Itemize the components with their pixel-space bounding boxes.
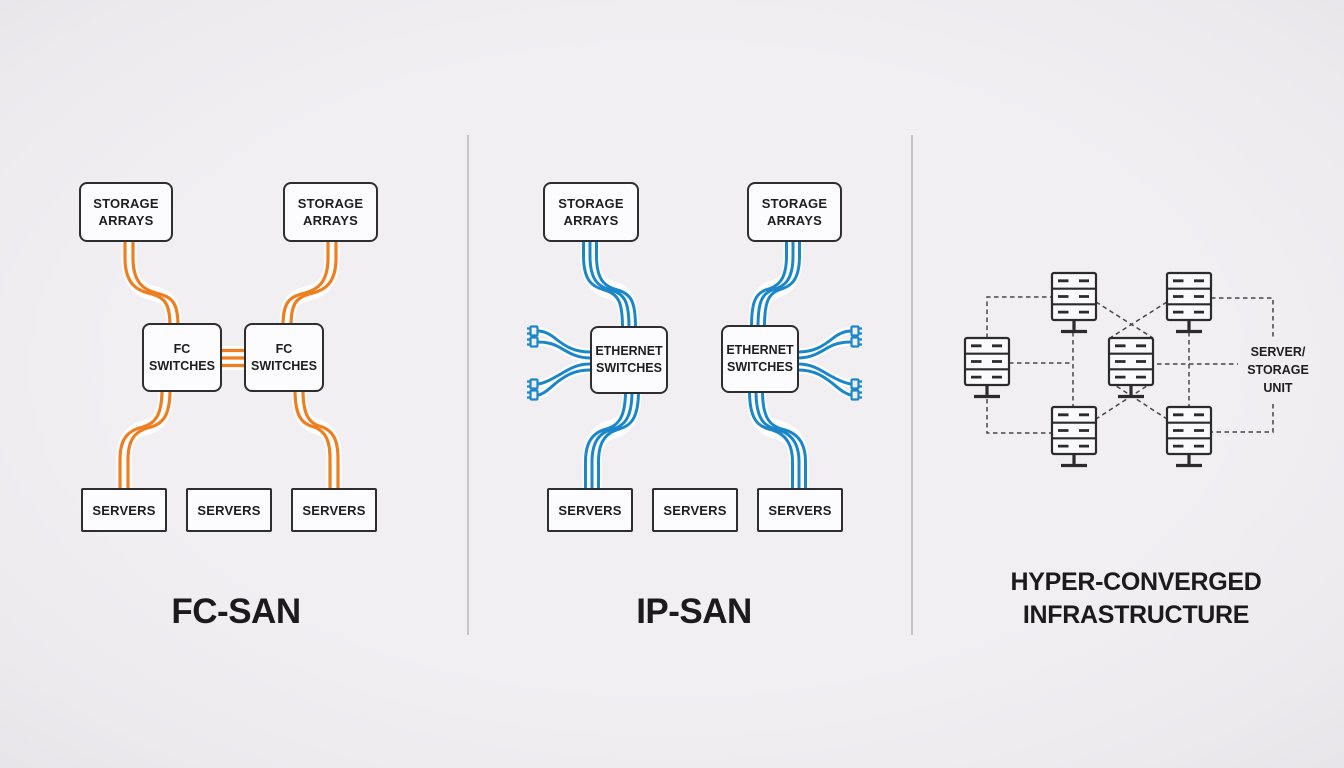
ip-storage-arrays-2: STORAGE ARRAYS [747, 182, 842, 242]
fc-storage-arrays-2: STORAGE ARRAYS [283, 182, 378, 242]
ethernet-connector-icon [850, 325, 862, 401]
server-storage-unit-icon [1165, 405, 1213, 468]
server-storage-unit-icon [1107, 336, 1155, 399]
server-storage-unit-icon [1050, 271, 1098, 334]
ip-server-3: SERVERS [757, 488, 843, 532]
fc-server-3: SERVERS [291, 488, 377, 532]
panel-divider-right [911, 135, 913, 635]
fc-link-storage1-switch1 [121, 238, 182, 327]
hci-mesh [986, 296, 1274, 434]
ip-branch-switch2-right [797, 325, 862, 401]
ethernet-connector-icon [527, 325, 539, 401]
ip-server-2: SERVERS [652, 488, 738, 532]
ip-server-1: SERVERS [547, 488, 633, 532]
fc-link-storage2-switch2 [279, 238, 340, 327]
ip-storage-arrays-1: STORAGE ARRAYS [543, 182, 639, 242]
ip-link-switch1-server1 [582, 390, 642, 490]
ip-link-storage1-switch1 [580, 238, 639, 329]
fc-server-1: SERVERS [81, 488, 167, 532]
ip-san-title: IP-SAN [636, 592, 752, 631]
server-storage-unit-icon [963, 336, 1011, 399]
ip-branch-switch1-left [527, 325, 591, 401]
ip-ethernet-switch-2: ETHERNET SWITCHES [721, 325, 799, 393]
fc-link-switch1-server1 [116, 389, 174, 490]
fc-link-switch2-server3 [291, 389, 342, 490]
server-storage-unit-icon [1050, 405, 1098, 468]
fc-san-title: FC-SAN [171, 592, 301, 631]
hci-title: HYPER-CONVERGED INFRASTRUCTURE [1010, 568, 1262, 629]
fc-server-2: SERVERS [186, 488, 272, 532]
fc-switch-1: FC SWITCHES [142, 323, 222, 392]
server-storage-unit-icon [1165, 271, 1213, 334]
ip-ethernet-switch-1: ETHERNET SWITCHES [590, 326, 668, 394]
fc-link-switch1-switch2 [220, 346, 247, 370]
panel-divider-left [467, 135, 469, 635]
fc-storage-arrays-1: STORAGE ARRAYS [79, 182, 173, 242]
ip-link-switch2-server3 [746, 390, 809, 490]
server-storage-unit-label: SERVER/ STORAGE UNIT [1247, 345, 1309, 395]
ip-link-storage2-switch2 [748, 238, 803, 328]
fc-switch-2: FC SWITCHES [244, 323, 324, 392]
